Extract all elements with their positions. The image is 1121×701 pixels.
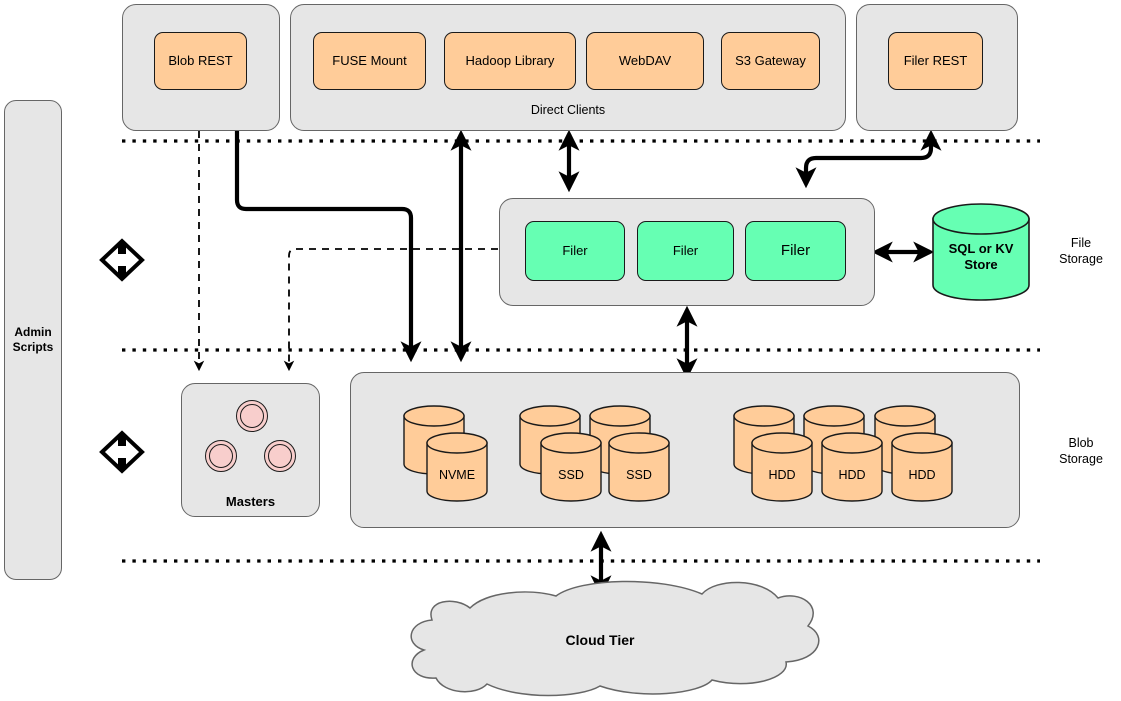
nvme-label: NVME	[438, 468, 476, 482]
cylinder-shape	[426, 432, 488, 502]
client-node-fuse-mount[interactable]: FUSE Mount	[313, 32, 426, 90]
hdd-cylinder-front-3[interactable]: HDD	[891, 432, 953, 502]
master-node-1[interactable]	[236, 400, 268, 432]
client-node-hadoop-library[interactable]: Hadoop Library	[444, 32, 576, 90]
master-node-3[interactable]	[264, 440, 296, 472]
filer-rest-node[interactable]: Filer REST	[888, 32, 983, 90]
hadoop-library-label: Hadoop Library	[465, 52, 555, 68]
cylinder-shape	[891, 432, 953, 502]
filer-label-2: Filer	[672, 242, 699, 258]
client-node-webdav[interactable]: WebDAV	[586, 32, 704, 90]
admin-scripts-label: Admin Scripts	[12, 325, 54, 354]
connector-blobrest-to-volumes	[234, 131, 422, 363]
cylinder-shape	[821, 432, 883, 502]
cylinder-shape	[751, 432, 813, 502]
master-node-2[interactable]	[205, 440, 237, 472]
hdd-label-3: HDD	[908, 468, 936, 482]
client-node-s3-gateway[interactable]: S3 Gateway	[721, 32, 820, 90]
blob-storage-tier-label: Blob Storage	[1059, 436, 1103, 466]
hdd-cylinder-front-1[interactable]: HDD	[751, 432, 813, 502]
cylinder-shape	[608, 432, 670, 502]
filer-node-2[interactable]: Filer	[637, 221, 734, 281]
admin-scripts-panel[interactable]: Admin Scripts	[4, 100, 62, 580]
admin-arrow-file-storage	[99, 238, 145, 282]
masters-caption: Masters	[225, 494, 276, 509]
nvme-cylinder-front[interactable]: NVME	[426, 432, 488, 502]
ssd-label-1: SSD	[558, 468, 584, 482]
filer-label-1: Filer	[562, 242, 588, 258]
file-storage-tier-label: File Storage	[1059, 236, 1103, 266]
metadata-store-shape	[932, 203, 1030, 301]
ssd-cylinder-front-1[interactable]: SSD	[540, 432, 602, 502]
admin-arrow-blob-storage	[99, 430, 145, 474]
blob-rest-node[interactable]: Blob REST	[154, 32, 247, 90]
connector-filerrest-to-filers	[795, 129, 942, 189]
hdd-cylinder-front-2[interactable]: HDD	[821, 432, 883, 502]
ssd-label-2: SSD	[626, 468, 652, 482]
blob-rest-label: Blob REST	[168, 52, 233, 68]
filer-node-3[interactable]: Filer	[745, 221, 846, 281]
metadata-store-cylinder[interactable]: SQL or KV Store	[932, 203, 1030, 301]
webdav-label: WebDAV	[618, 52, 672, 68]
fuse-mount-label: FUSE Mount	[332, 52, 407, 68]
ssd-cylinder-front-2[interactable]: SSD	[608, 432, 670, 502]
hdd-label-2: HDD	[838, 468, 866, 482]
direct-clients-caption: Direct Clients	[530, 103, 606, 117]
filer-node-1[interactable]: Filer	[525, 221, 625, 281]
filer-label-3: Filer	[780, 242, 811, 260]
filer-rest-label: Filer REST	[903, 52, 968, 68]
s3-gateway-label: S3 Gateway	[735, 52, 806, 68]
hdd-label-1: HDD	[768, 468, 796, 482]
connector-filer-to-masters	[283, 248, 498, 372]
cloud-tier-label: Cloud Tier	[565, 632, 635, 648]
cylinder-shape	[540, 432, 602, 502]
metadata-store-label: SQL or KV Store	[948, 241, 1014, 272]
